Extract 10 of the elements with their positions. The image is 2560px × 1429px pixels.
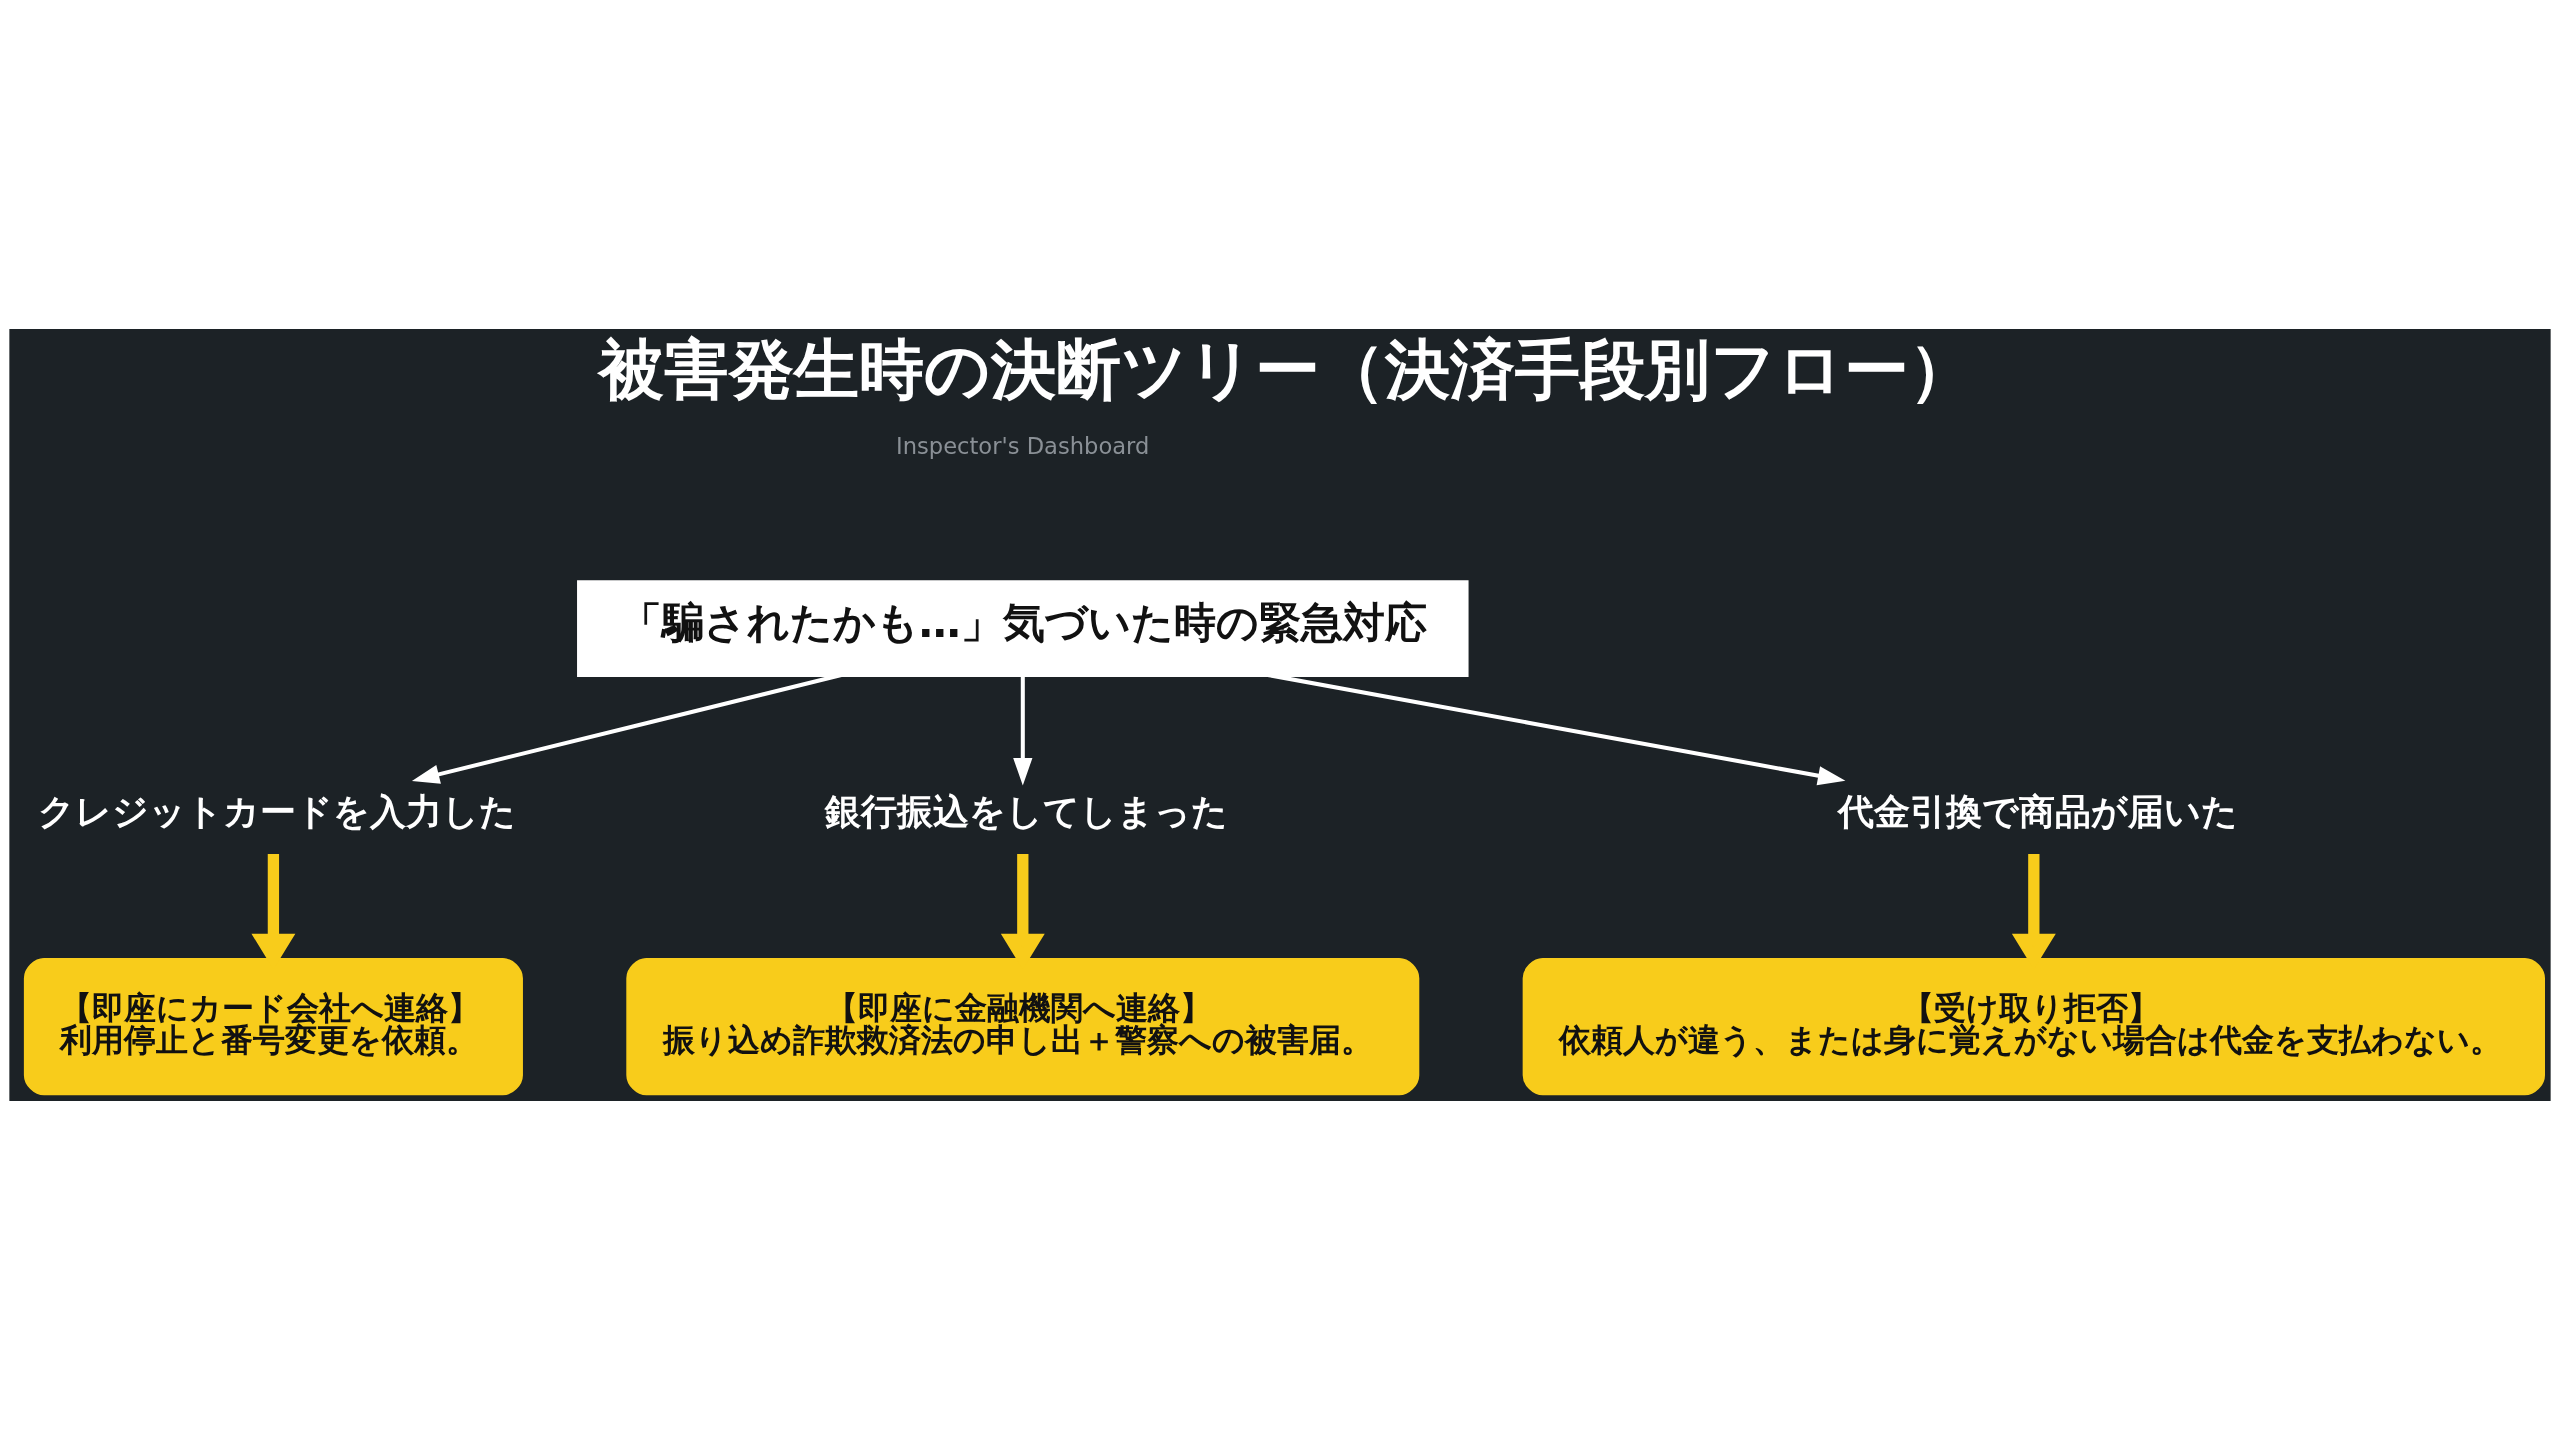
diagram-title: 被害発生時の決断ツリー（決済手段別フロー）	[599, 331, 1975, 407]
node-box: 「騙されたかも…」気づいた時の緊急対応	[577, 579, 1469, 677]
node-box: 【受け取り拒否】 依頼人が違う、または身に覚えがない場合は代金を支払わない。	[1522, 957, 2545, 1095]
node-text: クレジットカードを入力した	[38, 790, 517, 832]
node-text: 代金引換で商品が届いた	[1837, 790, 2238, 832]
node-box: 【即座にカード会社へ連絡】 利用停止と番号変更を依頼。	[23, 957, 523, 1095]
node-box: 【即座に金融機関へ連絡】 振り込め詐欺救済法の申し出＋警察への被害届。	[626, 957, 1420, 1095]
arrow	[1013, 674, 1033, 786]
node-text: 銀行振込をしてしまった	[824, 790, 1228, 832]
label: Inspector's Dashboard	[896, 432, 1150, 459]
